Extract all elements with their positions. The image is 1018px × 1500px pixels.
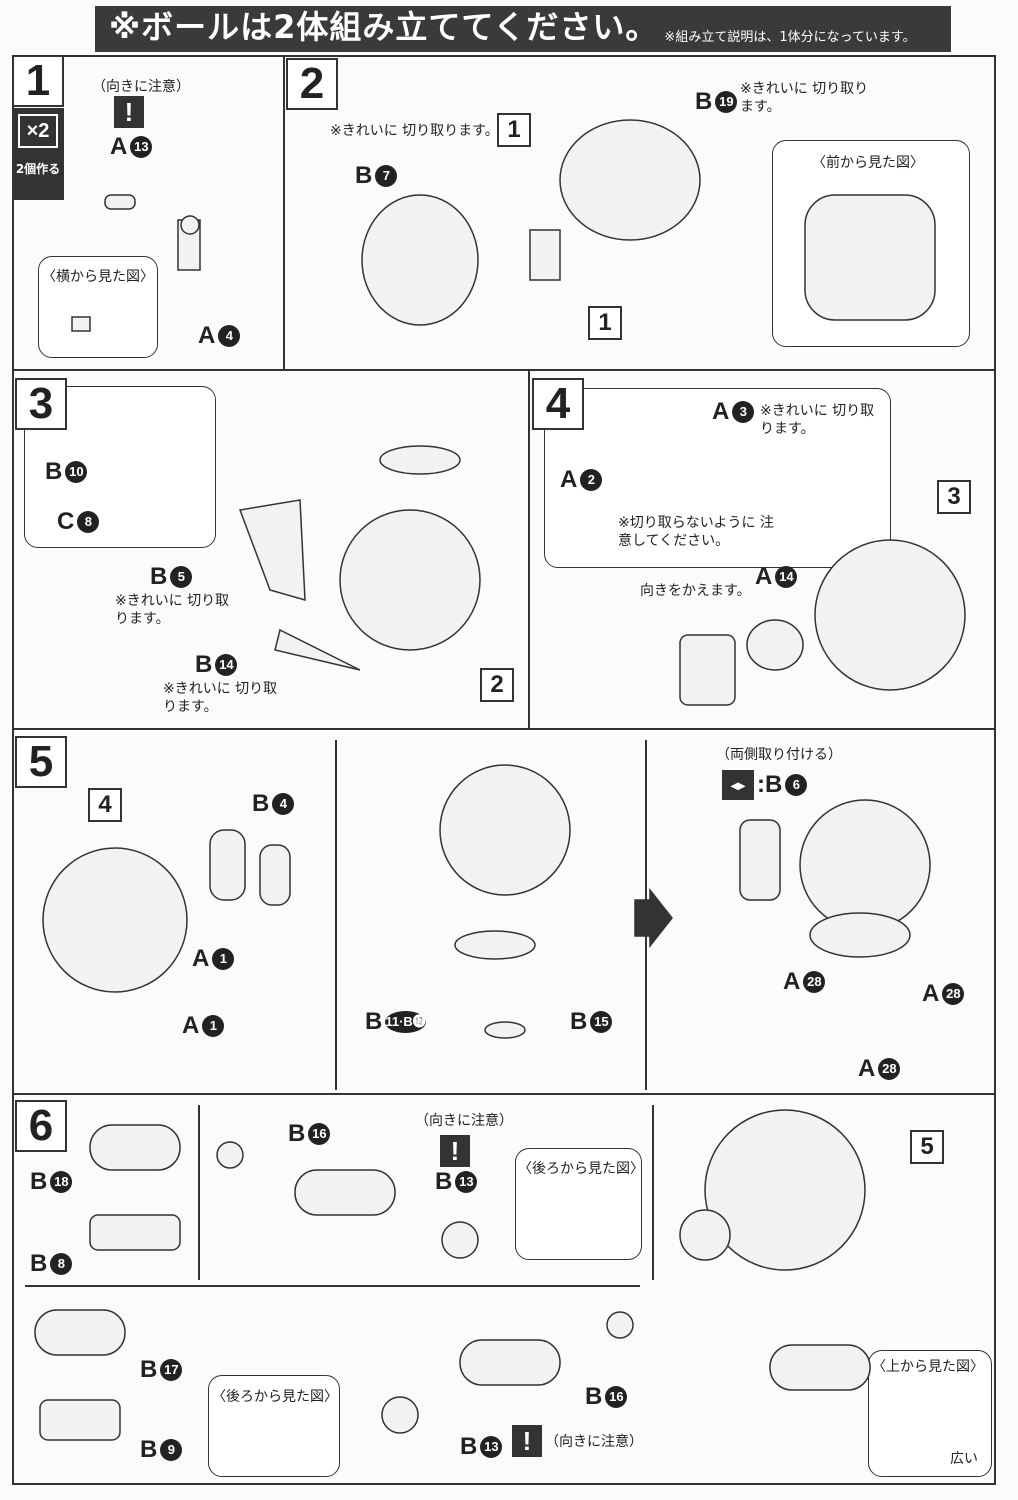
step4-number: 4 xyxy=(532,378,584,430)
ref-box: 1 xyxy=(588,306,622,340)
both-sides-note: （両側取り付ける） xyxy=(716,747,842,763)
step5-number: 5 xyxy=(15,736,67,788)
cut-note: ※きれいに 切り取ります。 xyxy=(115,593,230,627)
cut-note: ※きれいに 切り取ります。 xyxy=(330,123,499,139)
wide-label: 広い xyxy=(950,1451,978,1467)
ball-half-illustration xyxy=(361,119,701,326)
rear-view-bubble xyxy=(208,1375,340,1477)
orientation-note: （向きに注意） xyxy=(415,1113,513,1129)
cylinder-illustration xyxy=(89,1124,181,1251)
ball-illustration xyxy=(238,445,481,671)
cut-note: ※きれいに 切り取ります。 xyxy=(740,81,869,115)
warning-icon: ! xyxy=(440,1135,470,1167)
ref-box: 3 xyxy=(937,480,971,514)
assembled-ball-illustration xyxy=(679,1109,871,1391)
header-banner: ※ボールは2体組み立ててください。 ※組み立て説明は、1体分になっています。 xyxy=(95,6,951,52)
rear-view-label: 〈後ろから見た図〉 xyxy=(518,1161,644,1177)
cylinder-illustration xyxy=(216,1141,479,1259)
step2-number: 2 xyxy=(286,58,338,110)
cut-note: ※きれいに 切り取ります。 xyxy=(760,403,875,437)
orientation-note: （向きに注意） xyxy=(545,1434,643,1450)
ball-illustration xyxy=(679,539,966,706)
step1-number: 1 xyxy=(12,55,64,107)
ref-box: 1 xyxy=(497,113,531,147)
ball-illustration xyxy=(42,829,291,993)
top-view-label: 〈上から見た図〉 xyxy=(872,1359,984,1375)
side-view-illustration xyxy=(71,316,91,332)
header-subtitle: ※組み立て説明は、1体分になっています。 xyxy=(664,30,916,45)
arrow-icon xyxy=(634,887,673,949)
orientation-note: （向きに注意） xyxy=(92,79,190,95)
multiplier-badge: ×2 2個作る xyxy=(12,108,64,200)
side-view-label: 〈横から見た図〉 xyxy=(42,269,154,285)
ball-illustration xyxy=(439,764,571,1039)
front-view-label: 〈前から見た図〉 xyxy=(812,155,924,171)
warning-icon: ! xyxy=(114,96,144,128)
ref-box: 4 xyxy=(88,788,122,822)
header-title: ※ボールは2体組み立ててください。 xyxy=(109,8,659,46)
warning-icon: ! xyxy=(512,1425,542,1457)
top-view-bubble xyxy=(868,1350,992,1477)
ref-box: 2 xyxy=(480,668,514,702)
divider xyxy=(335,740,337,1090)
divider xyxy=(25,1285,640,1287)
divider xyxy=(198,1105,200,1280)
divider xyxy=(652,1105,654,1280)
turn-note: 向きをかえます。 xyxy=(640,583,751,599)
rear-view-label: 〈後ろから見た図〉 xyxy=(212,1389,338,1405)
make-note: 2個作る xyxy=(15,162,61,176)
cut-note: ※きれいに 切り取ります。 xyxy=(163,681,278,715)
front-view-illustration xyxy=(804,194,936,321)
ball-illustration xyxy=(739,799,931,958)
step6-number: 6 xyxy=(15,1100,67,1152)
rear-view-bubble xyxy=(515,1148,642,1260)
multiplier: ×2 xyxy=(18,114,58,148)
caution-note: ※切り取らないように 注意してください。 xyxy=(618,515,774,549)
cylinder-illustration xyxy=(381,1311,634,1434)
side-view-bubble xyxy=(38,256,158,358)
ref-box: 5 xyxy=(910,1130,944,1164)
step3-number: 3 xyxy=(15,378,67,430)
cylinder-illustration xyxy=(34,1309,126,1441)
step6-panel xyxy=(12,1093,996,1485)
both-sides-icon: ◂▸ xyxy=(722,770,754,800)
part-illustration xyxy=(104,194,201,271)
